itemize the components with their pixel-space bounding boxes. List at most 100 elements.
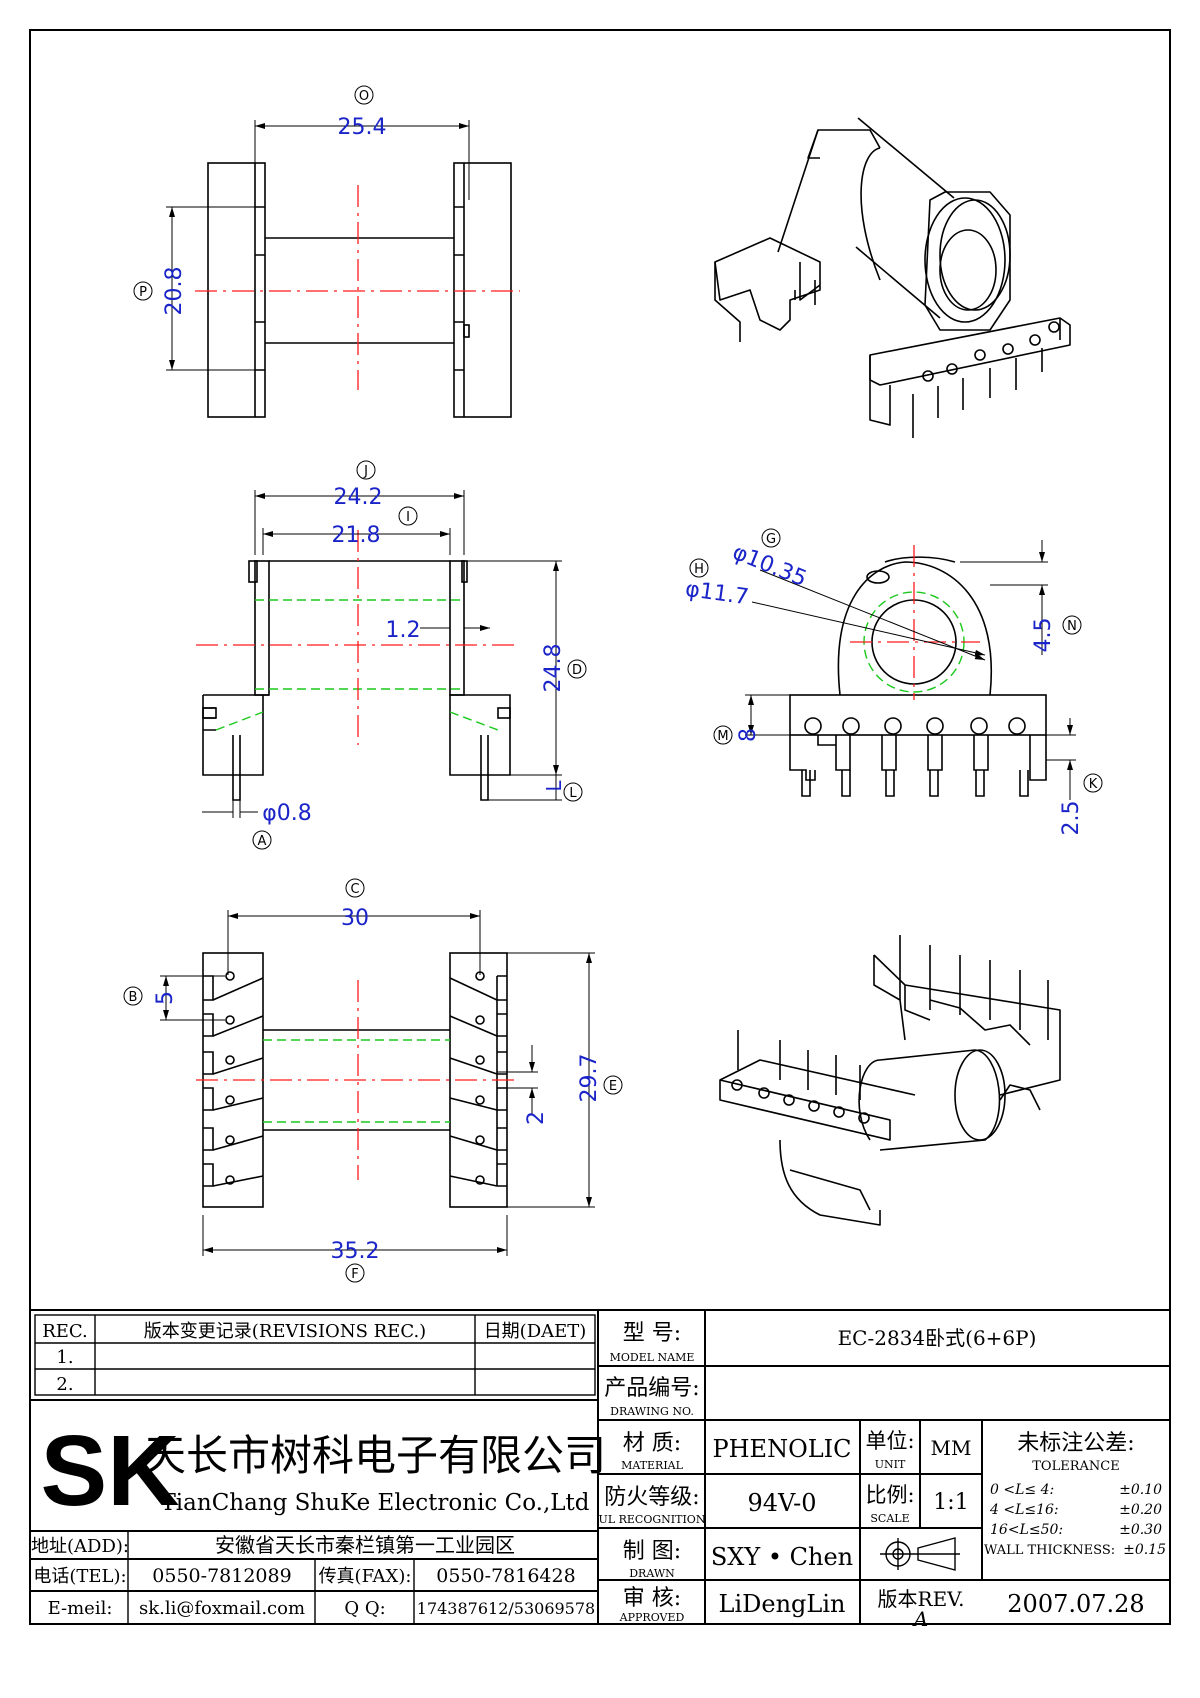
fax-label: 传真(FAX): [319, 1566, 412, 1587]
rev-row-1: 1. [56, 1347, 73, 1368]
side-view-dimensions [202, 490, 562, 818]
dim-N: N 4.5 [1031, 615, 1082, 653]
tolerance-title-en: TOLERANCE [1032, 1459, 1119, 1474]
dim-D-value: 24.8 [541, 644, 566, 693]
dim-B: B 5 [123, 986, 178, 1006]
front-view-centerlines [195, 185, 520, 390]
dim-F-label: F [351, 1267, 358, 1282]
tolerance-range-1: 0 <L≤ 4: [990, 1482, 1054, 1498]
tolerance-value-3: ±0.30 [1119, 1522, 1162, 1538]
rev-col-desc: 版本变更记录(REVISIONS REC.) [144, 1321, 426, 1342]
rev-label: 版本REV. [878, 1587, 965, 1611]
dim-E: E 29.7 [577, 1054, 623, 1102]
material-value: PHENOLIC [712, 1435, 851, 1463]
model-value: EC-2834卧式(6+6P) [838, 1326, 1037, 1350]
dim-D: D 24.8 [541, 644, 587, 693]
dim-M-label: M [717, 729, 728, 744]
side-view-hidden [215, 599, 499, 731]
qq-label: Q Q: [344, 1598, 385, 1619]
end-view [789, 556, 1047, 797]
address-value: 安徽省天长市秦栏镇第一工业园区 [215, 1533, 515, 1557]
bottom-view-centerlines [196, 980, 520, 1180]
tel-value: 0550-7812089 [152, 1565, 291, 1587]
date-value: 2007.07.28 [1007, 1590, 1144, 1618]
rev-value: A [912, 1607, 928, 1631]
dim-P-value: 20.8 [162, 267, 187, 316]
tolerance-range-3: 16<L≤50: [990, 1522, 1063, 1538]
iso-view-top [714, 117, 1071, 438]
title-block-frame [30, 1309, 1171, 1624]
dim-F-value: 35.2 [331, 1239, 380, 1264]
unit-label-cn: 单位: [865, 1429, 914, 1453]
dim-P: P 20.8 [133, 267, 187, 316]
email-label: E-meil: [48, 1598, 113, 1619]
dim-O-value: 25.4 [338, 115, 387, 140]
end-view-centerlines [850, 545, 980, 700]
dim-J-label: J [363, 464, 368, 479]
dim-L: L L [542, 780, 583, 802]
scale-value: 1:1 [933, 1490, 968, 1515]
address-label: 地址(ADD): [31, 1536, 129, 1557]
dim-N-label: N [1067, 619, 1077, 634]
drawn-label-cn: 制 图: [623, 1539, 681, 1564]
company-name-en: TianChang ShuKe Electronic Co.,Ltd [160, 1490, 589, 1516]
side-view [202, 560, 511, 801]
dim-J-value: 24.2 [334, 485, 383, 510]
ul-label-cn: 防火等级: [604, 1485, 699, 1510]
dim-C: C 30 [341, 878, 369, 931]
tolerance-range-2: 4 <L≤16: [989, 1502, 1059, 1518]
drawn-label-en: DRAWN [629, 1567, 675, 1580]
dim-A: A φ0.8 [252, 801, 312, 850]
rev-col-date: 日期(DAET) [484, 1321, 587, 1342]
dim-H-label: H [694, 562, 704, 577]
ul-label-en: UL RECOGNITION [599, 1513, 706, 1526]
scale-label-cn: 比例: [865, 1483, 914, 1507]
front-view [207, 162, 512, 418]
dim-G: G φ10.35 [729, 528, 810, 592]
tolerance-title-cn: 未标注公差: [1017, 1431, 1134, 1456]
dim-E-label: E [609, 1079, 617, 1094]
unit-label-en: UNIT [875, 1458, 906, 1471]
dim-B-label: B [129, 990, 138, 1005]
model-label-cn: 型 号: [623, 1321, 681, 1346]
revision-table [34, 1314, 596, 1396]
dim-pin-spacing-value: 2 [524, 1111, 549, 1125]
approved-value: LiDengLin [719, 1590, 846, 1618]
dim-O: O 25.4 [338, 85, 387, 140]
dim-M: M 8 [713, 725, 761, 745]
fax-value: 0550-7816428 [436, 1565, 575, 1587]
rev-row-2: 2. [56, 1374, 73, 1395]
bottom-view-dimensions [160, 910, 595, 1256]
dim-C-value: 30 [341, 906, 369, 931]
tolerance-value-1: ±0.10 [1119, 1482, 1162, 1498]
rev-col-rec: REC. [42, 1321, 88, 1342]
dim-L-label: L [569, 786, 577, 801]
dim-O-label: O [359, 89, 369, 104]
dim-P-label: P [139, 285, 147, 300]
tel-label: 电话(TEL): [33, 1566, 126, 1587]
approved-label-cn: 审 核: [623, 1586, 681, 1611]
drawn-value: SXY • Chen [711, 1543, 853, 1571]
material-label-cn: 材 质: [623, 1431, 681, 1456]
company-name-cn: 天长市树科电子有限公司 [144, 1431, 606, 1480]
dim-D-label: D [572, 663, 582, 678]
unit-value: MM [931, 1436, 972, 1460]
iso-view-bottom [719, 935, 1061, 1226]
approved-label-en: APPROVED [619, 1611, 685, 1624]
dim-A-label: A [258, 834, 267, 849]
dim-C-label: C [350, 882, 359, 897]
dim-wall-value: 1.2 [386, 618, 421, 643]
drawing-no-label-cn: 产品编号: [604, 1376, 699, 1401]
dim-K-value: 2.5 [1059, 801, 1084, 836]
tolerance-range-4: WALL THICKNESS: [984, 1543, 1115, 1558]
end-view-dimensions [745, 540, 1076, 800]
ul-value: 94V-0 [747, 1489, 816, 1517]
dim-I-value: 21.8 [332, 523, 381, 548]
scale-label-en: SCALE [870, 1512, 909, 1525]
model-label-en: MODEL NAME [610, 1351, 695, 1364]
dim-F: F 35.2 [331, 1239, 380, 1283]
company-logo: SK [41, 1415, 180, 1527]
dim-N-value: 4.5 [1031, 618, 1056, 653]
projection-symbol [880, 1537, 960, 1571]
